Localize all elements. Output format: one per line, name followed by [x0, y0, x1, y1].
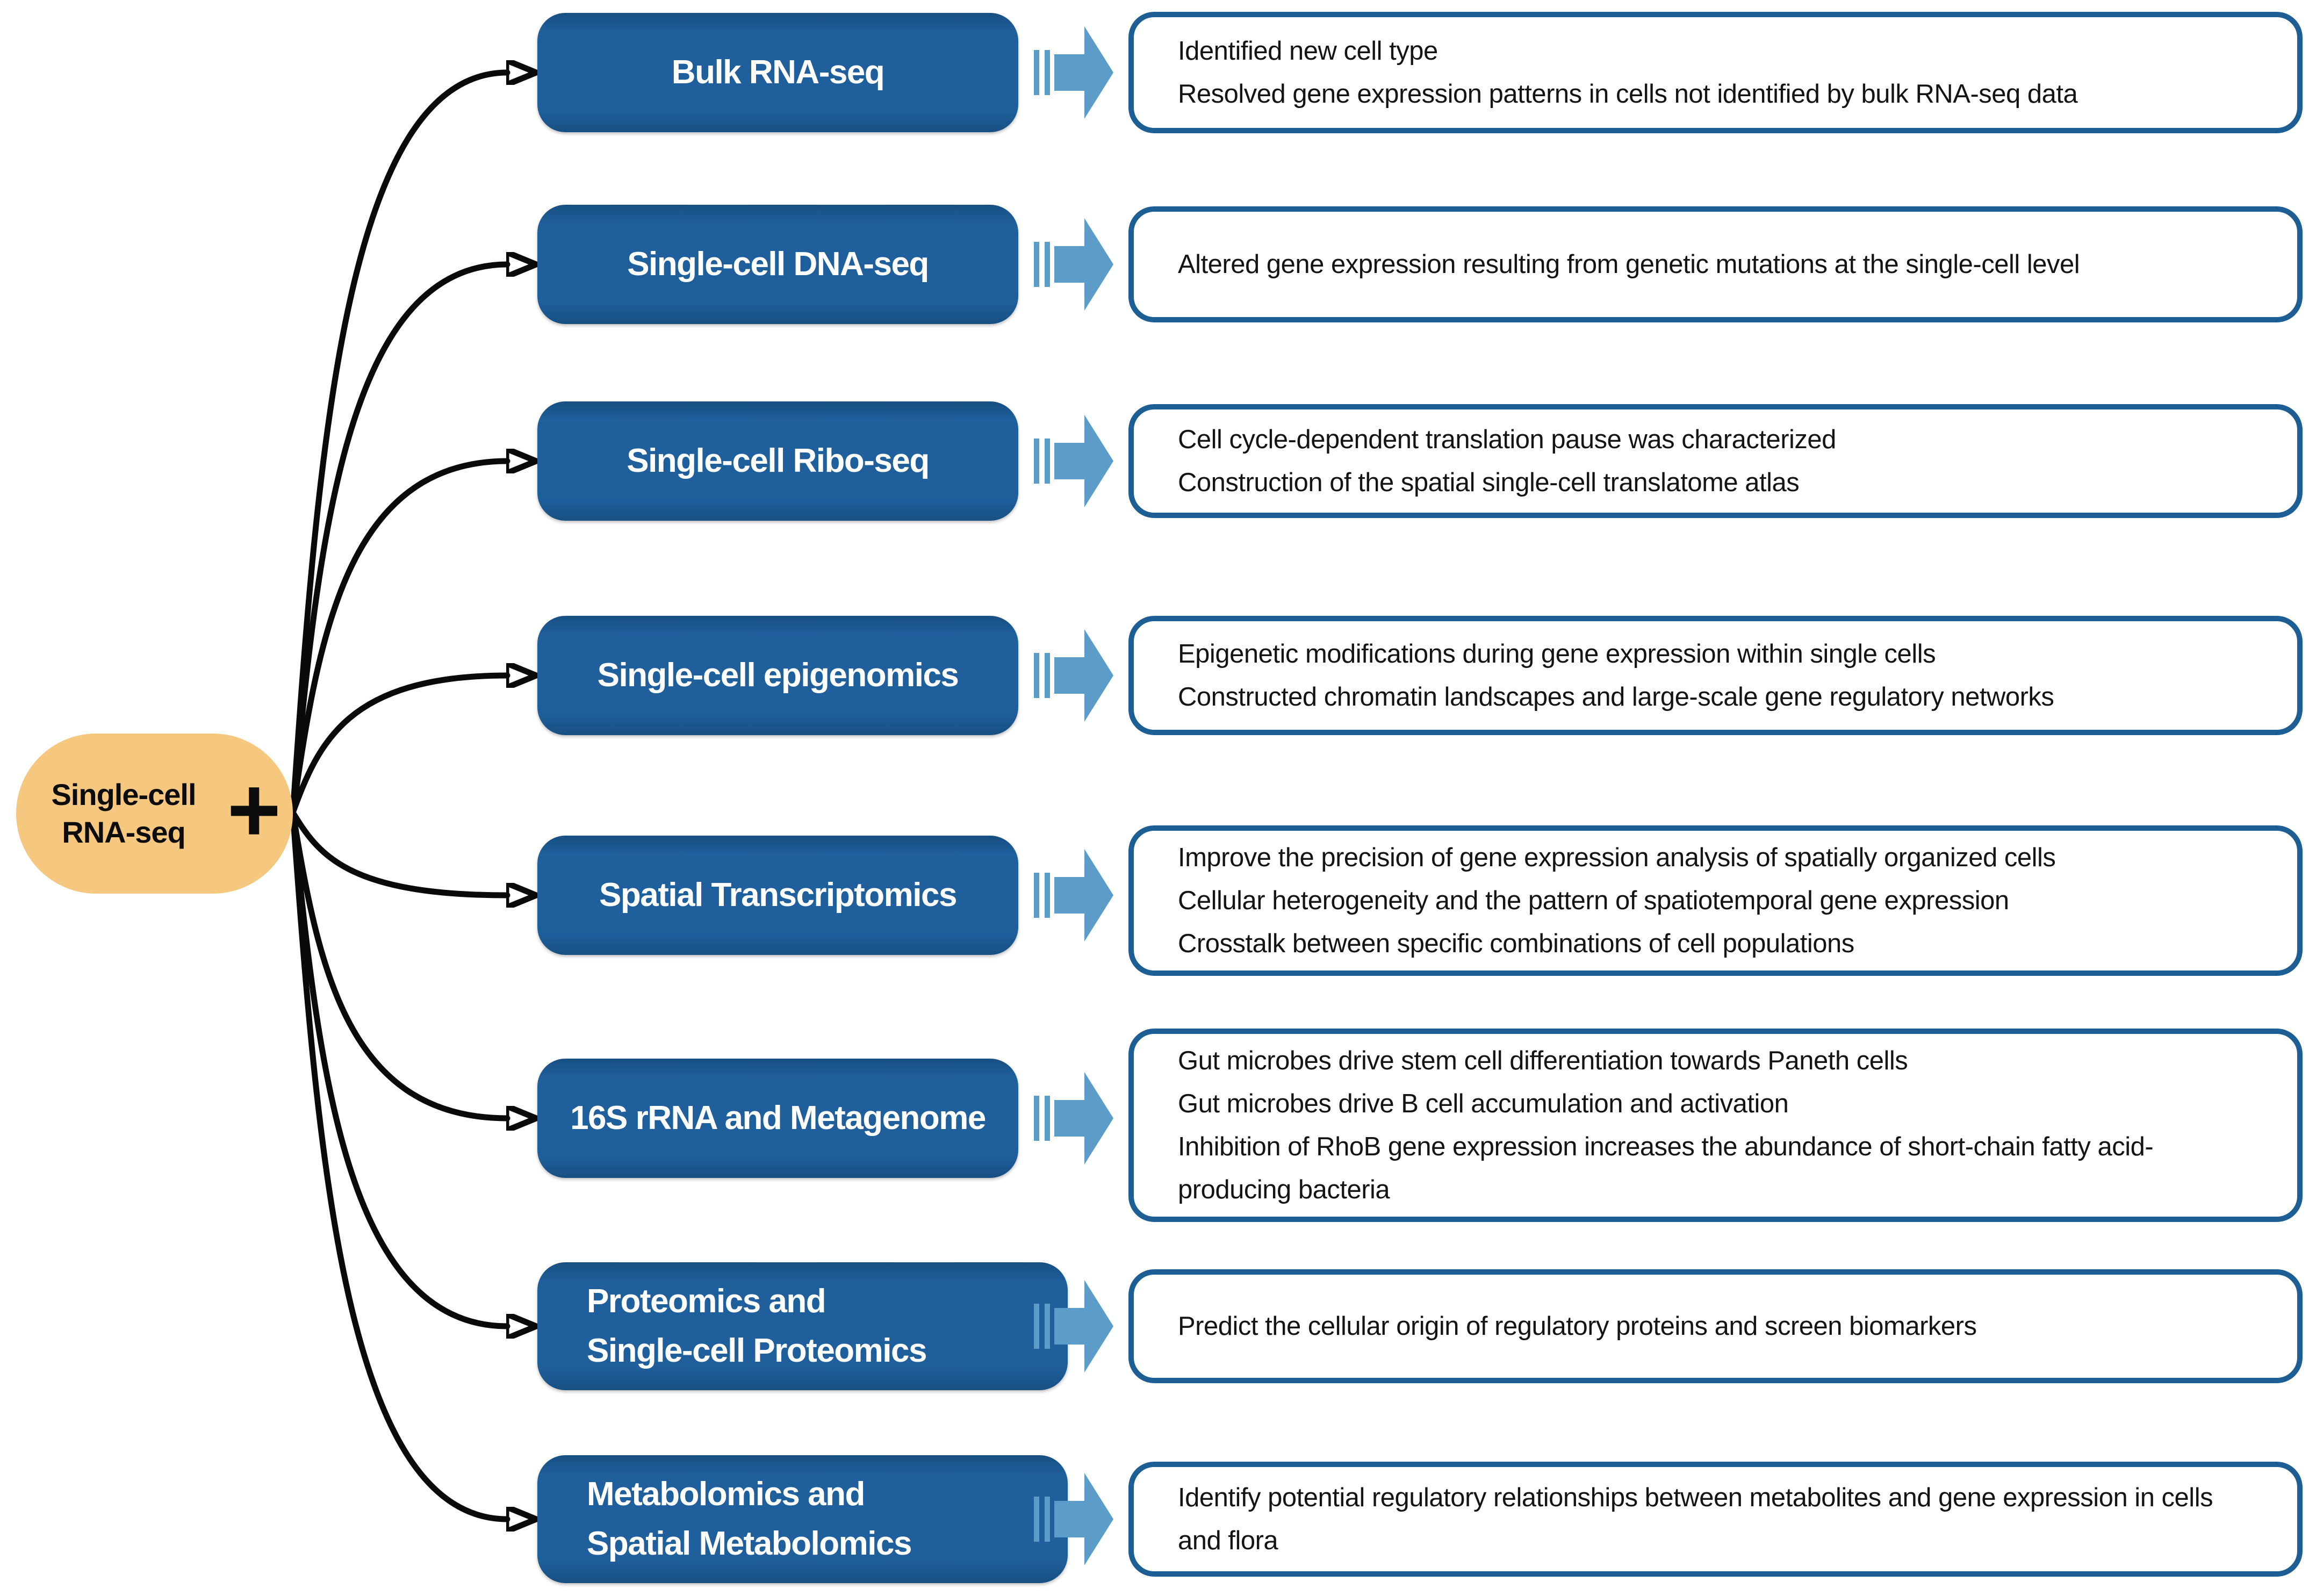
outcome-text: Predict the cellular origin of regulator… — [1178, 1312, 1977, 1341]
outcome-text: Altered gene expression resulting from g… — [1178, 250, 2080, 279]
connector-curve — [290, 809, 507, 1118]
method-label-line: Single-cell Proteomics — [587, 1332, 927, 1369]
method-label-line: Single-cell epigenomics — [597, 657, 959, 694]
outcome-text: Constructed chromatin landscapes and lar… — [1178, 682, 2054, 711]
outcome-text: Cellular heterogeneity and the pattern o… — [1178, 886, 2009, 915]
method-label-line: Metabolomics and — [587, 1476, 865, 1513]
method-label-line: Single-cell DNA-seq — [627, 246, 929, 283]
connector-curve — [290, 73, 507, 816]
connector-curve — [290, 461, 507, 816]
outcome-text: Epigenetic modifications during gene exp… — [1178, 639, 1936, 668]
block-arrow-right-icon — [1034, 629, 1113, 722]
block-arrow-right-icon — [1034, 1280, 1113, 1372]
outcome-text: Crosstalk between specific combinations … — [1178, 929, 1854, 958]
method-label-line: Proteomics and — [587, 1283, 826, 1320]
method-box: Single-cell Ribo-seq — [537, 401, 1018, 521]
connector-curve — [290, 809, 507, 1519]
outcome-text: Identified new cell type — [1178, 37, 1438, 66]
block-arrow-right-icon — [1034, 26, 1113, 119]
central-node-label-line2: RNA-seq — [62, 815, 185, 849]
outcome-box: Gut microbes drive stem cell differentia… — [1128, 1029, 2303, 1222]
outcome-box: Cell cycle-dependent translation pause w… — [1128, 404, 2303, 518]
block-arrow-right-icon — [1034, 218, 1113, 311]
central-node-label-line1: Single-cell — [51, 778, 196, 811]
plus-sign: + — [227, 758, 281, 862]
outcome-text: Construction of the spatial single-cell … — [1178, 468, 1800, 497]
outcome-box: Improve the precision of gene expression… — [1128, 825, 2303, 976]
method-box: Bulk RNA-seq — [537, 13, 1018, 132]
method-label-line: Spatial Transcriptomics — [599, 876, 957, 914]
connector-curve — [290, 264, 507, 816]
outcome-text: Gut microbes drive B cell accumulation a… — [1178, 1089, 1789, 1118]
outcome-text: Improve the precision of gene expression… — [1178, 843, 2056, 872]
outcome-box: Identify potential regulatory relationsh… — [1128, 1462, 2303, 1577]
method-label-line: Spatial Metabolomics — [587, 1525, 912, 1562]
outcome-text: Identify potential regulatory relationsh… — [1178, 1483, 2213, 1555]
outcome-text: Resolved gene expression patterns in cel… — [1178, 80, 2078, 109]
method-label-line: Bulk RNA-seq — [671, 54, 885, 91]
outcome-text: Inhibition of RhoB gene expression incre… — [1178, 1132, 2154, 1204]
method-label-line: Single-cell Ribo-seq — [627, 442, 930, 479]
method-box: Single-cell epigenomics — [537, 616, 1018, 735]
method-box: Spatial Transcriptomics — [537, 836, 1018, 955]
outcome-box: Altered gene expression resulting from g… — [1128, 206, 2303, 322]
outcome-text: Cell cycle-dependent translation pause w… — [1178, 425, 1836, 454]
block-arrow-right-icon — [1034, 1473, 1113, 1565]
block-arrow-right-icon — [1034, 849, 1113, 941]
outcome-box: Epigenetic modifications during gene exp… — [1128, 616, 2303, 735]
connector-curve — [290, 809, 507, 1326]
connector-curve — [290, 675, 507, 816]
connector-curve — [290, 809, 507, 895]
central-node-label: Single-cell RNA-seq — [16, 776, 231, 851]
outcome-box: Predict the cellular origin of regulator… — [1128, 1269, 2303, 1383]
central-node-single-cell-rna-seq: Single-cell RNA-seq + — [16, 734, 293, 894]
outcome-text: Gut microbes drive stem cell differentia… — [1178, 1046, 1908, 1075]
method-label-line: 16S rRNA and Metagenome — [570, 1099, 986, 1137]
method-box: 16S rRNA and Metagenome — [537, 1059, 1018, 1178]
block-arrow-right-icon — [1034, 1072, 1113, 1164]
block-arrow-right-icon — [1034, 415, 1113, 507]
method-box: Single-cell DNA-seq — [537, 205, 1018, 324]
